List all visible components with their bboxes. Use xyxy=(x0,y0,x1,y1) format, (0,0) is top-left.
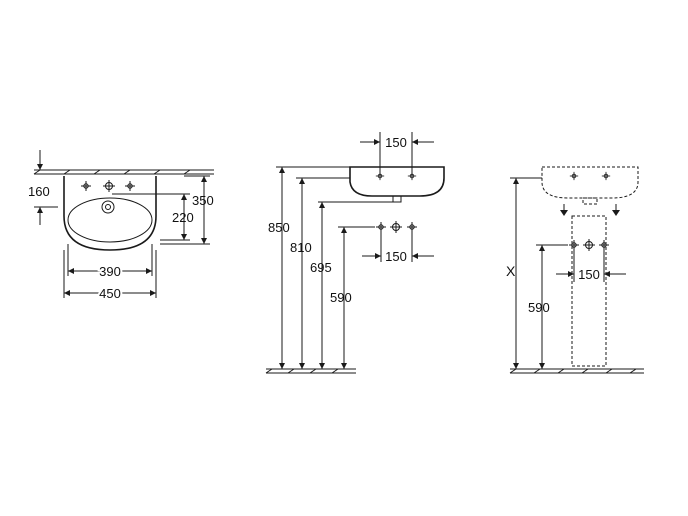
dim-150-top: 150 xyxy=(360,132,434,176)
top-view: 160 350 220 390 xyxy=(28,150,214,303)
dim-695: 695 xyxy=(310,201,397,369)
dim-350-label: 350 xyxy=(192,193,214,208)
dim-220-label: 220 xyxy=(172,210,194,225)
pedestal-view: X 590 150 xyxy=(506,166,644,374)
top-wall xyxy=(33,169,214,175)
dim-390-label: 390 xyxy=(99,264,121,279)
dim-x-label: X xyxy=(506,263,516,279)
dim-150-bottom: 150 xyxy=(362,228,434,266)
dim-810-label: 810 xyxy=(290,240,312,255)
dim-150-bottom-label: 150 xyxy=(385,249,407,264)
dim-590-pedestal-label: 590 xyxy=(528,300,550,315)
dim-390: 390 xyxy=(67,244,153,281)
dim-590-label: 590 xyxy=(330,290,352,305)
pedestal-tap-right-icon xyxy=(601,171,611,181)
top-drain xyxy=(101,200,115,214)
top-tap-left-icon xyxy=(80,180,92,192)
top-basin-outline xyxy=(63,176,157,251)
dim-850: 850 xyxy=(268,166,350,369)
side-floor xyxy=(265,368,356,374)
side-outlet-center-icon xyxy=(389,220,403,234)
pedestal-basin-dashed xyxy=(541,166,639,199)
pedestal-column-dashed xyxy=(571,215,607,367)
side-drain-outlet xyxy=(392,195,402,203)
dim-810: 810 xyxy=(290,177,350,369)
top-tap-right-icon xyxy=(124,180,136,192)
dim-590: 590 xyxy=(330,226,375,369)
dim-150-pedestal-label: 150 xyxy=(578,267,600,282)
side-view: 150 150 850 810 xyxy=(265,132,445,374)
pedestal-outlet-center-icon xyxy=(582,238,596,252)
dim-150-top-label: 150 xyxy=(385,135,407,150)
pedestal-floor xyxy=(509,368,644,374)
dim-150-pedestal: 150 xyxy=(556,245,626,284)
pedestal-down-arrow-left-icon xyxy=(560,204,568,216)
top-tap-center-icon xyxy=(102,179,116,193)
dim-695-label: 695 xyxy=(310,260,332,275)
top-basin-bowl xyxy=(67,197,153,243)
dim-160: 160 xyxy=(28,150,58,225)
side-basin-outline xyxy=(349,166,445,197)
pedestal-tap-left-icon xyxy=(569,171,579,181)
dim-160-label: 160 xyxy=(28,184,50,199)
dim-850-label: 850 xyxy=(268,220,290,235)
dim-450-label: 450 xyxy=(99,286,121,301)
dim-220: 220 xyxy=(112,193,194,241)
dim-590-pedestal: 590 xyxy=(528,244,568,369)
dim-350: 350 xyxy=(160,175,214,245)
dim-450: 450 xyxy=(63,250,157,303)
dim-x: X xyxy=(506,177,542,369)
pedestal-down-arrow-right-icon xyxy=(612,204,620,216)
